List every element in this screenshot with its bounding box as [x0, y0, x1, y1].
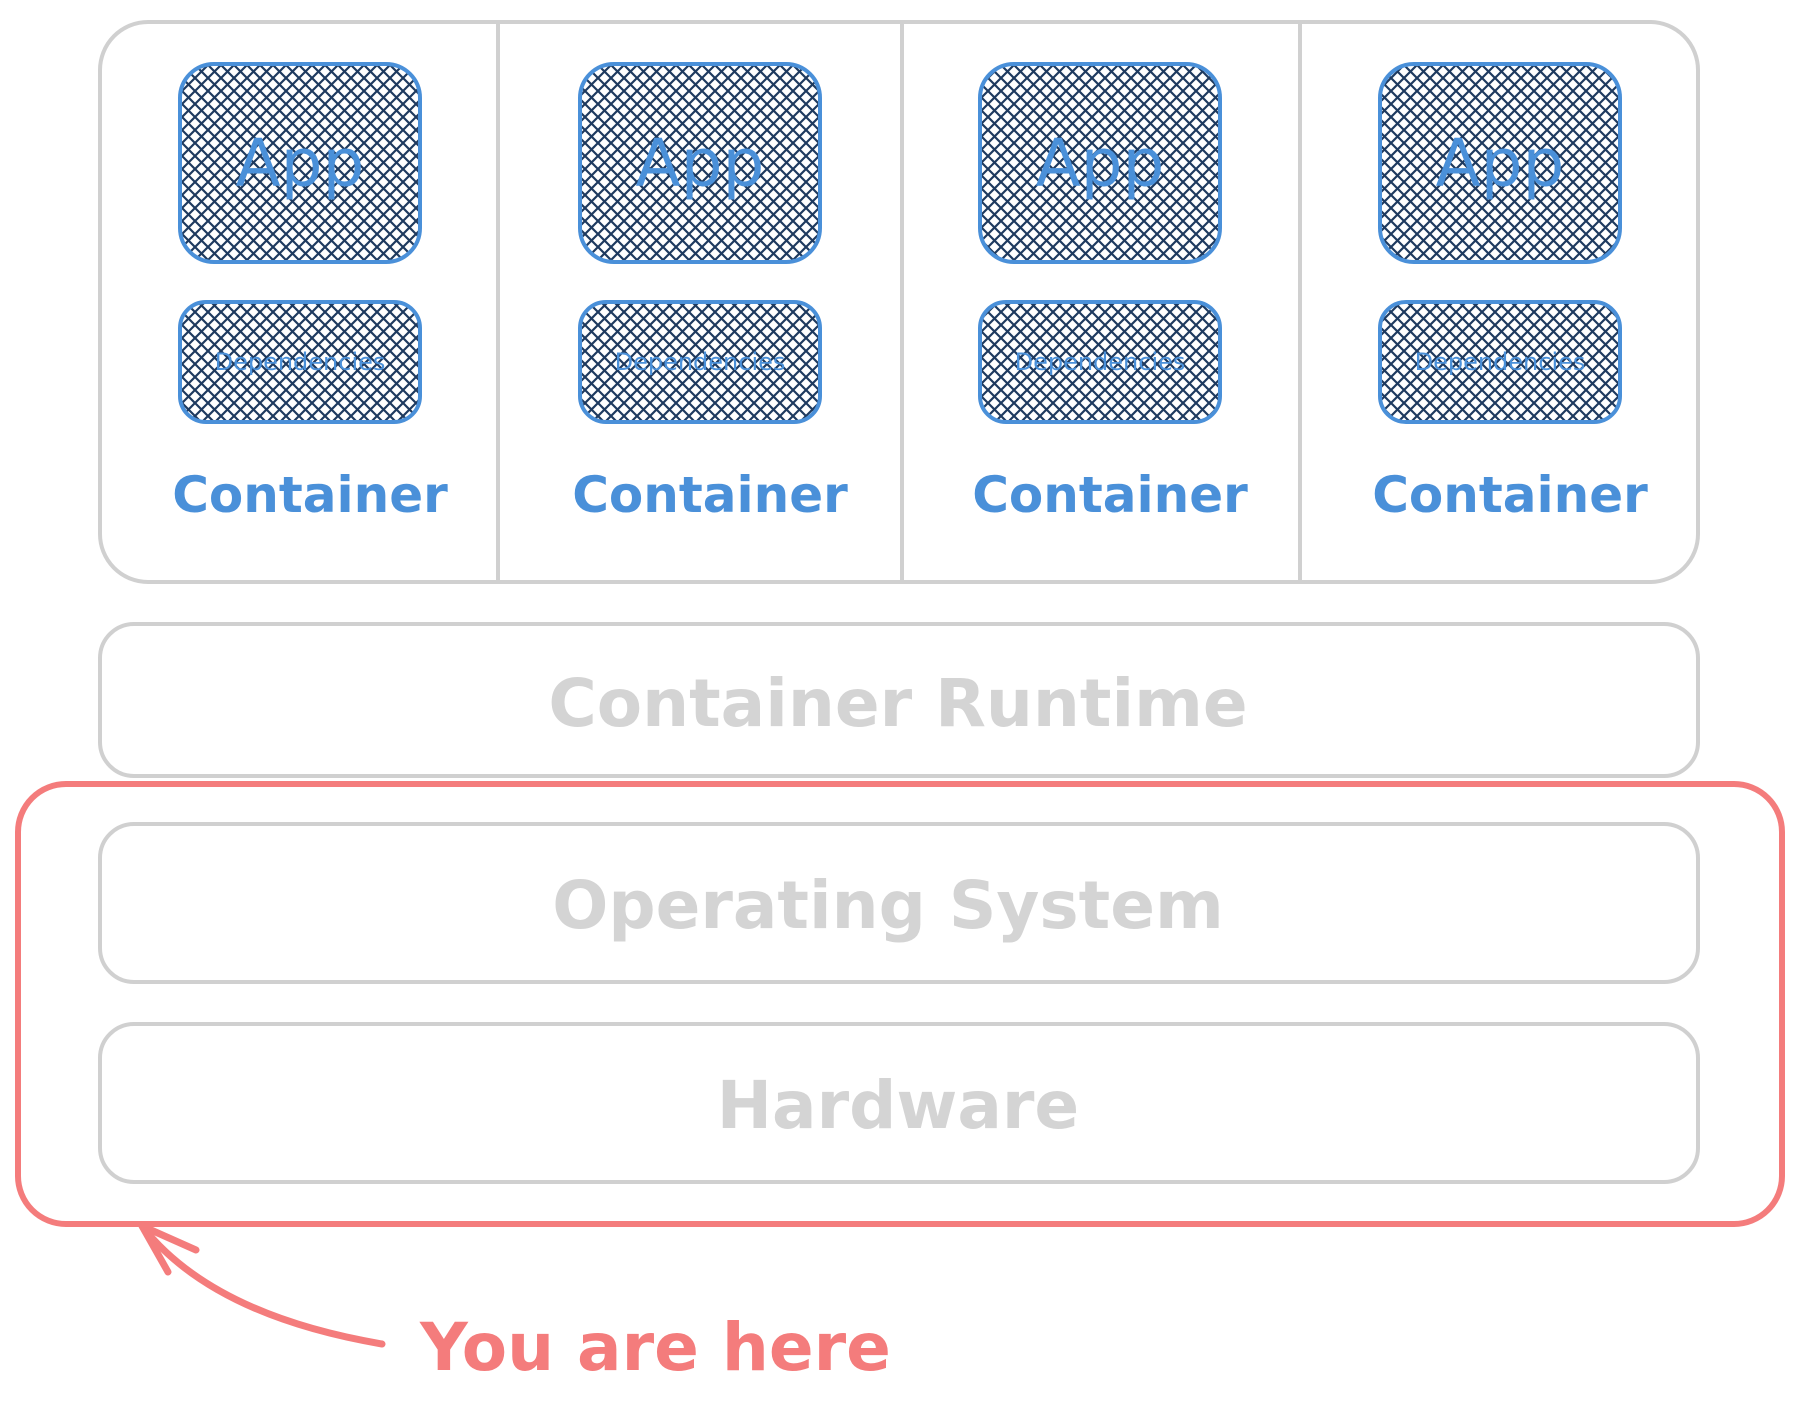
annotation-arrow — [138, 1222, 386, 1348]
hardware-label: Hardware — [717, 1067, 1079, 1144]
dependencies-box — [1378, 300, 1622, 424]
container-label: Container — [972, 466, 1248, 524]
container-1: App Dependencies Container — [172, 62, 448, 524]
arrow-head-icon — [138, 1222, 200, 1276]
dependencies-label: Dependencies — [615, 348, 786, 376]
container-label: Container — [572, 466, 848, 524]
container-4: App Dependencies Container — [1372, 62, 1648, 524]
app-box — [578, 62, 822, 264]
operating-system-layer — [98, 822, 1700, 984]
container-label: Container — [1372, 466, 1648, 524]
hardware-layer — [98, 1022, 1700, 1184]
container-2: App Dependencies Container — [572, 62, 848, 524]
dependencies-box — [178, 300, 422, 424]
operating-system-label: Operating System — [552, 867, 1224, 944]
app-box — [178, 62, 422, 264]
dependencies-label: Dependencies — [1415, 348, 1586, 376]
dependencies-box — [578, 300, 822, 424]
app-label: App — [1436, 125, 1565, 202]
app-box — [1378, 62, 1622, 264]
highlight-box — [15, 781, 1785, 1227]
dependencies-label: Dependencies — [215, 348, 386, 376]
app-box — [978, 62, 1222, 264]
container-3: App Dependencies Container — [972, 62, 1248, 524]
container-label: Container — [172, 466, 448, 524]
app-label: App — [236, 125, 365, 202]
dependencies-box — [978, 300, 1222, 424]
containers-group-box — [98, 20, 1700, 584]
annotation-text: You are here — [419, 1309, 891, 1386]
container-runtime-label: Container Runtime — [548, 665, 1247, 742]
app-label: App — [636, 125, 765, 202]
dependencies-label: Dependencies — [1015, 348, 1186, 376]
app-label: App — [1036, 125, 1165, 202]
container-runtime-layer — [98, 622, 1700, 778]
